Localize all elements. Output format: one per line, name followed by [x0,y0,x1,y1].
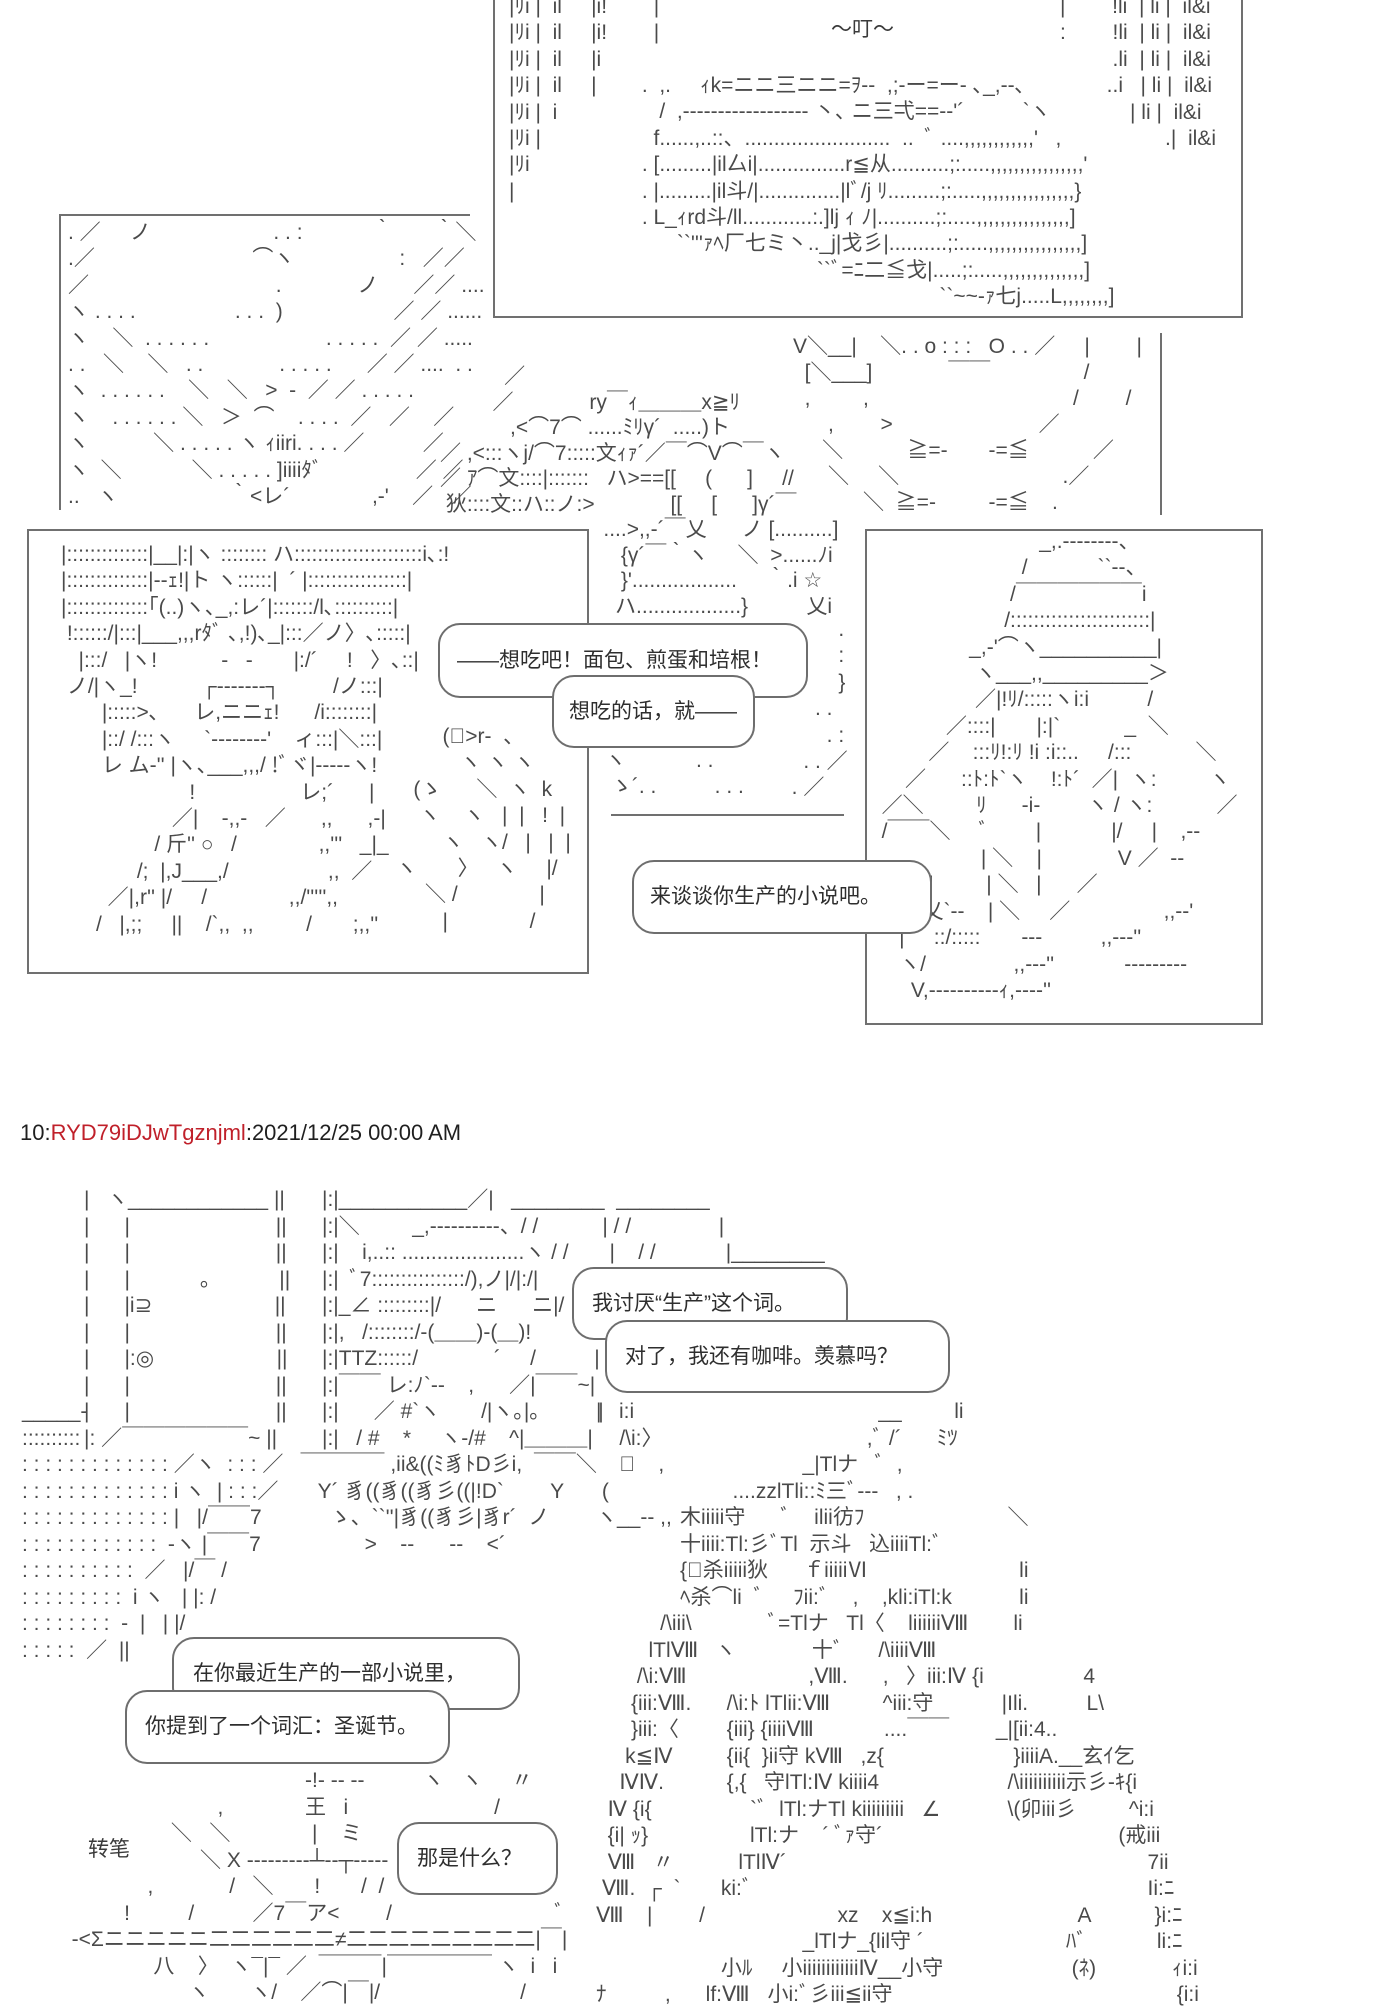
face-panel-border [1160,333,1162,515]
poster-id: RYD79iDJwTgznjml [50,1120,246,1145]
speech-bubble-christmas: 你提到了一个词汇：圣诞节。 [125,1690,450,1764]
hat-character-art: ／ ／ ry￣ｨ＿＿＿x≧ﾘ ,<⌒7⌒ ......ﾐﾘγ´ .....)ト … [440,365,839,618]
speech-bubble-text: 在你最近生产的一部小说里， [193,1661,466,1685]
speech-bubble-text: ——想吃吧！面包、煎蛋和培根！ [457,648,772,672]
figure-center-art: __ li ,ﾞ /´ ﾐﾂ _|Tlナ ﾞ , ....zzlTli::ﾐ三ﾞ… [680,1400,984,2006]
post-header: 10:RYD79iDJwTgznjml:2021/12/25 00:00 AM [20,1120,461,1146]
figure-left-art: | i:i /\i:〉 ﾞ , ( ヽ__‐‐ ,, /\iii\ lTlⅧ /… [596,1400,750,2006]
coffee-character-art: |:|___________／| ________ ________ |:|＼ … [322,1188,825,1450]
speech-bubble-text: 那是什么？ [417,1846,522,1870]
divider-line [611,814,844,816]
sfx-ding: ～叮～ [831,18,894,41]
kitchen-panel-arm-art: (ﾟ>r‐ 、 ヽ ヽ ヽ (ゝ ＼ ヽ k ヽ ヽ | | ! | ヽ ヽ/ … [395,725,571,933]
sfx-pen-spin: 转笔 [88,1838,130,1861]
door-art: | ヽ____________ || | | || | | || | | 。 |… [84,1188,291,1450]
toaster-art: . ,. ｨk=ニニ三ニニ=ｦ‐‐ ,;‐ー=ー‐ ､_,‐‐､ / ,‐‐‐‐… [641,74,1115,309]
under-bubble-marks: ヽ . . ゝ´. . . . . [605,749,744,799]
side-marks: . : } . . . : . . ／ . ／ [791,618,848,800]
separator: : [44,1120,51,1145]
speech-bubble-text: 你提到了一个词汇：圣诞节。 [145,1715,418,1738]
speech-bubble-text: 对了，我还有咖啡。羡慕吗？ [625,1344,898,1368]
speech-bubble-talk-novel: 来谈谈你生产的小说吧。 [632,860,932,934]
figure-right-art: ＼ li li li 4 |Ili. L\ _|[ii:4.. }iiiiA._… [995,1506,1199,2006]
speech-bubble-what-is-that: 那是什么？ [397,1822,558,1895]
hat-panel [865,529,1263,1025]
speech-bubble-text: 我讨厌“生产”这个词。 [592,1291,795,1315]
speech-bubble-coffee: 对了，我还有咖啡。羡慕吗？ [605,1320,950,1393]
post-number: 10 [20,1120,45,1145]
window-panel [59,214,470,510]
hat-panel-art: _,.‐‐‐‐‐‐‐‐、 / ``‐‐、 /￣￣￣￣￣￣i /:::::::::… [881,530,1238,1002]
kitchen-panel [27,529,589,974]
kitchen-panel-art: |::::::::::::::|__|:|ヽ :::::::: ハ:::::::… [61,543,450,936]
toaster-panel [493,0,1243,318]
face-art: V＼__| ＼. . o : : : O . . ／ | | [＼___] ￣￣… [793,335,1142,514]
floor-art: _____- :::::::::: : : : : : : : : : : : … [22,1400,284,1662]
speech-bubble-text: 来谈谈你生产的小说吧。 [650,885,881,908]
speech-bubble-text: 想吃的话，就—— [569,699,737,723]
toaster-panel-left-columns: |ﾘi | il |i! | |ﾘi | il |i! | |ﾘi | il |… [509,0,660,203]
window-panel-art: . ／ ノ . . : ｀ ｀＼ .／ ⌒ヽ : ／／ ／ . ノ ／／ ...… [68,221,485,509]
pencil-art: ‐!‐ ‐‐ ‐‐ ヽ ヽ 〃 , 王 i / ＼ ＼ | ミ ＼ X ‐‐‐‐… [71,1769,568,2004]
separator: : [245,1120,252,1145]
coffee-cup-art: ￣￣￣￣ ,ii&((ﾐ豸ﾄD彡i, ￣￣＼ Y´ 豸((豸((豸彡((|!D`… [300,1453,597,1556]
speech-bubble-if-you-want: 想吃的话，就—— [552,675,755,748]
toaster-panel-right-columns: | !li | li | il&i : !li | li | il&i .li … [1060,0,1216,151]
post-timestamp: 2021/12/25 00:00 AM [251,1120,462,1145]
